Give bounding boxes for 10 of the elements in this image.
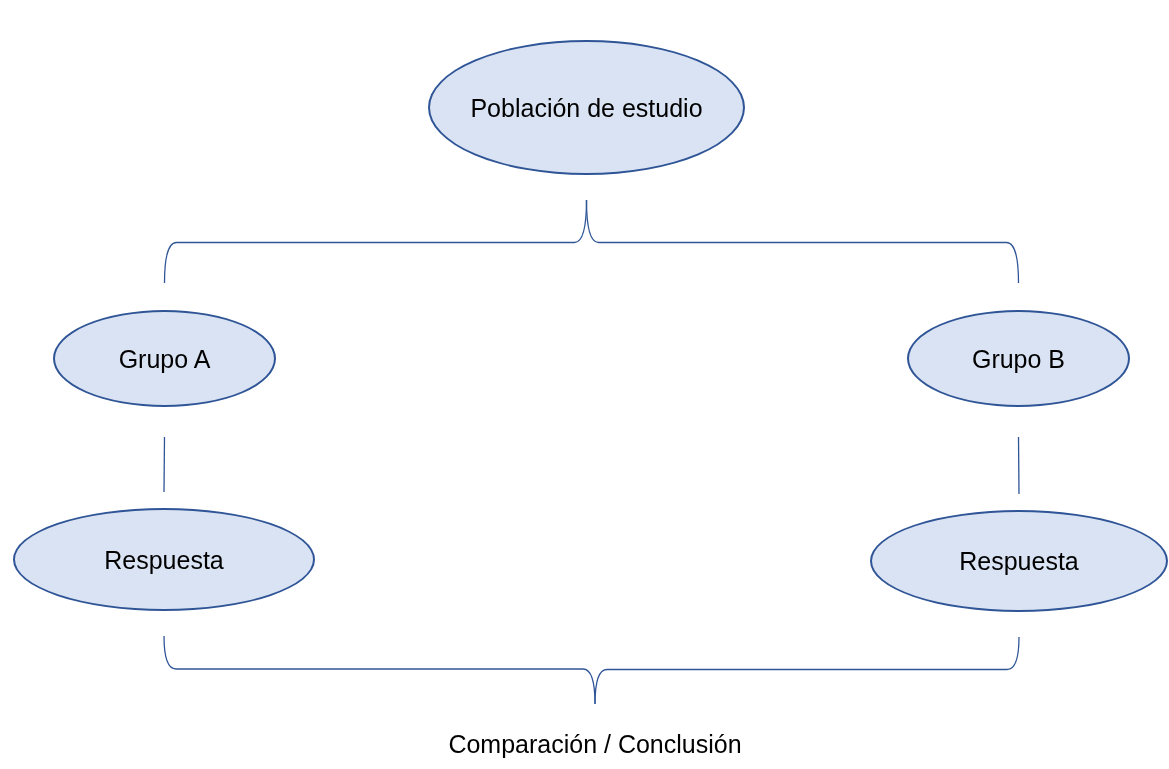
ellipse-node: Respuesta (870, 510, 1168, 612)
ellipse-node: Grupo B (907, 310, 1130, 407)
bracket-connector (585, 199, 1020, 284)
ellipse-node: Respuesta (13, 508, 315, 611)
ellipse-node: Población de estudio (428, 40, 745, 175)
ellipse-node: Grupo A (53, 310, 276, 407)
conclusion-text: Comparación / Conclusión (395, 727, 795, 763)
bracket-connector (594, 636, 1020, 705)
bracket-connector (163, 436, 166, 493)
bracket-connector (1017, 436, 1020, 495)
